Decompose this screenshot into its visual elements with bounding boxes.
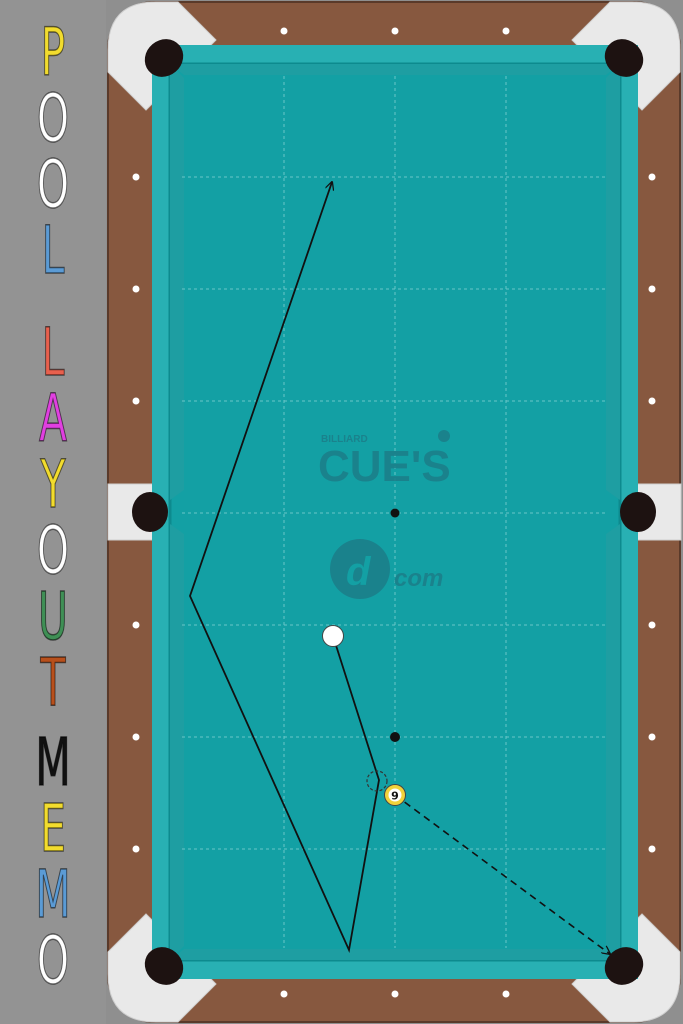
pocket-side-right — [620, 492, 656, 532]
title-letter: O — [36, 922, 70, 999]
foot-spot — [390, 732, 400, 742]
title-letter: L — [41, 212, 65, 289]
pocket-side-left — [132, 492, 168, 532]
watermark-logo: BILLIARD CUE'S d com — [318, 430, 451, 599]
cushion-bevel — [170, 64, 620, 960]
rail-diamonds — [132, 27, 656, 998]
object-ball-path — [394, 794, 610, 954]
title-letter: M — [35, 856, 71, 933]
watermark-d-circle — [330, 539, 390, 599]
title-letter: M — [35, 724, 71, 801]
title-letter: T — [40, 644, 66, 721]
nine-ball-label: 9 — [391, 790, 399, 803]
watermark-cues: CUE'S — [318, 442, 451, 491]
title-letter: O — [36, 146, 70, 223]
title-letter: O — [36, 512, 70, 589]
title-letter: L — [41, 314, 65, 391]
head-spot — [390, 508, 400, 518]
pocket-top-right — [604, 39, 644, 77]
pocket-bottom-left — [144, 947, 184, 985]
title-letter: O — [36, 80, 70, 157]
svg-text:d: d — [346, 550, 372, 594]
title-letter: E — [40, 790, 67, 867]
title-letter: Y — [40, 446, 66, 523]
pool-table[interactable]: BILLIARD CUE'S d com 9 — [106, 0, 683, 1024]
watermark-dcom: com — [394, 565, 443, 592]
cue-ball-path-first — [189, 182, 380, 954]
pockets — [132, 39, 656, 985]
pocket-top-left — [144, 39, 184, 77]
title-letter: P — [40, 14, 66, 91]
nine-ball[interactable]: 9 — [384, 784, 406, 806]
title-letter: A — [39, 380, 68, 457]
pocket-bottom-right — [604, 947, 644, 985]
cue-ball[interactable] — [322, 625, 344, 647]
watermark-billiard: BILLIARD — [321, 434, 368, 445]
ghost-ball-icon — [366, 770, 388, 792]
title-letter: U — [38, 578, 69, 655]
